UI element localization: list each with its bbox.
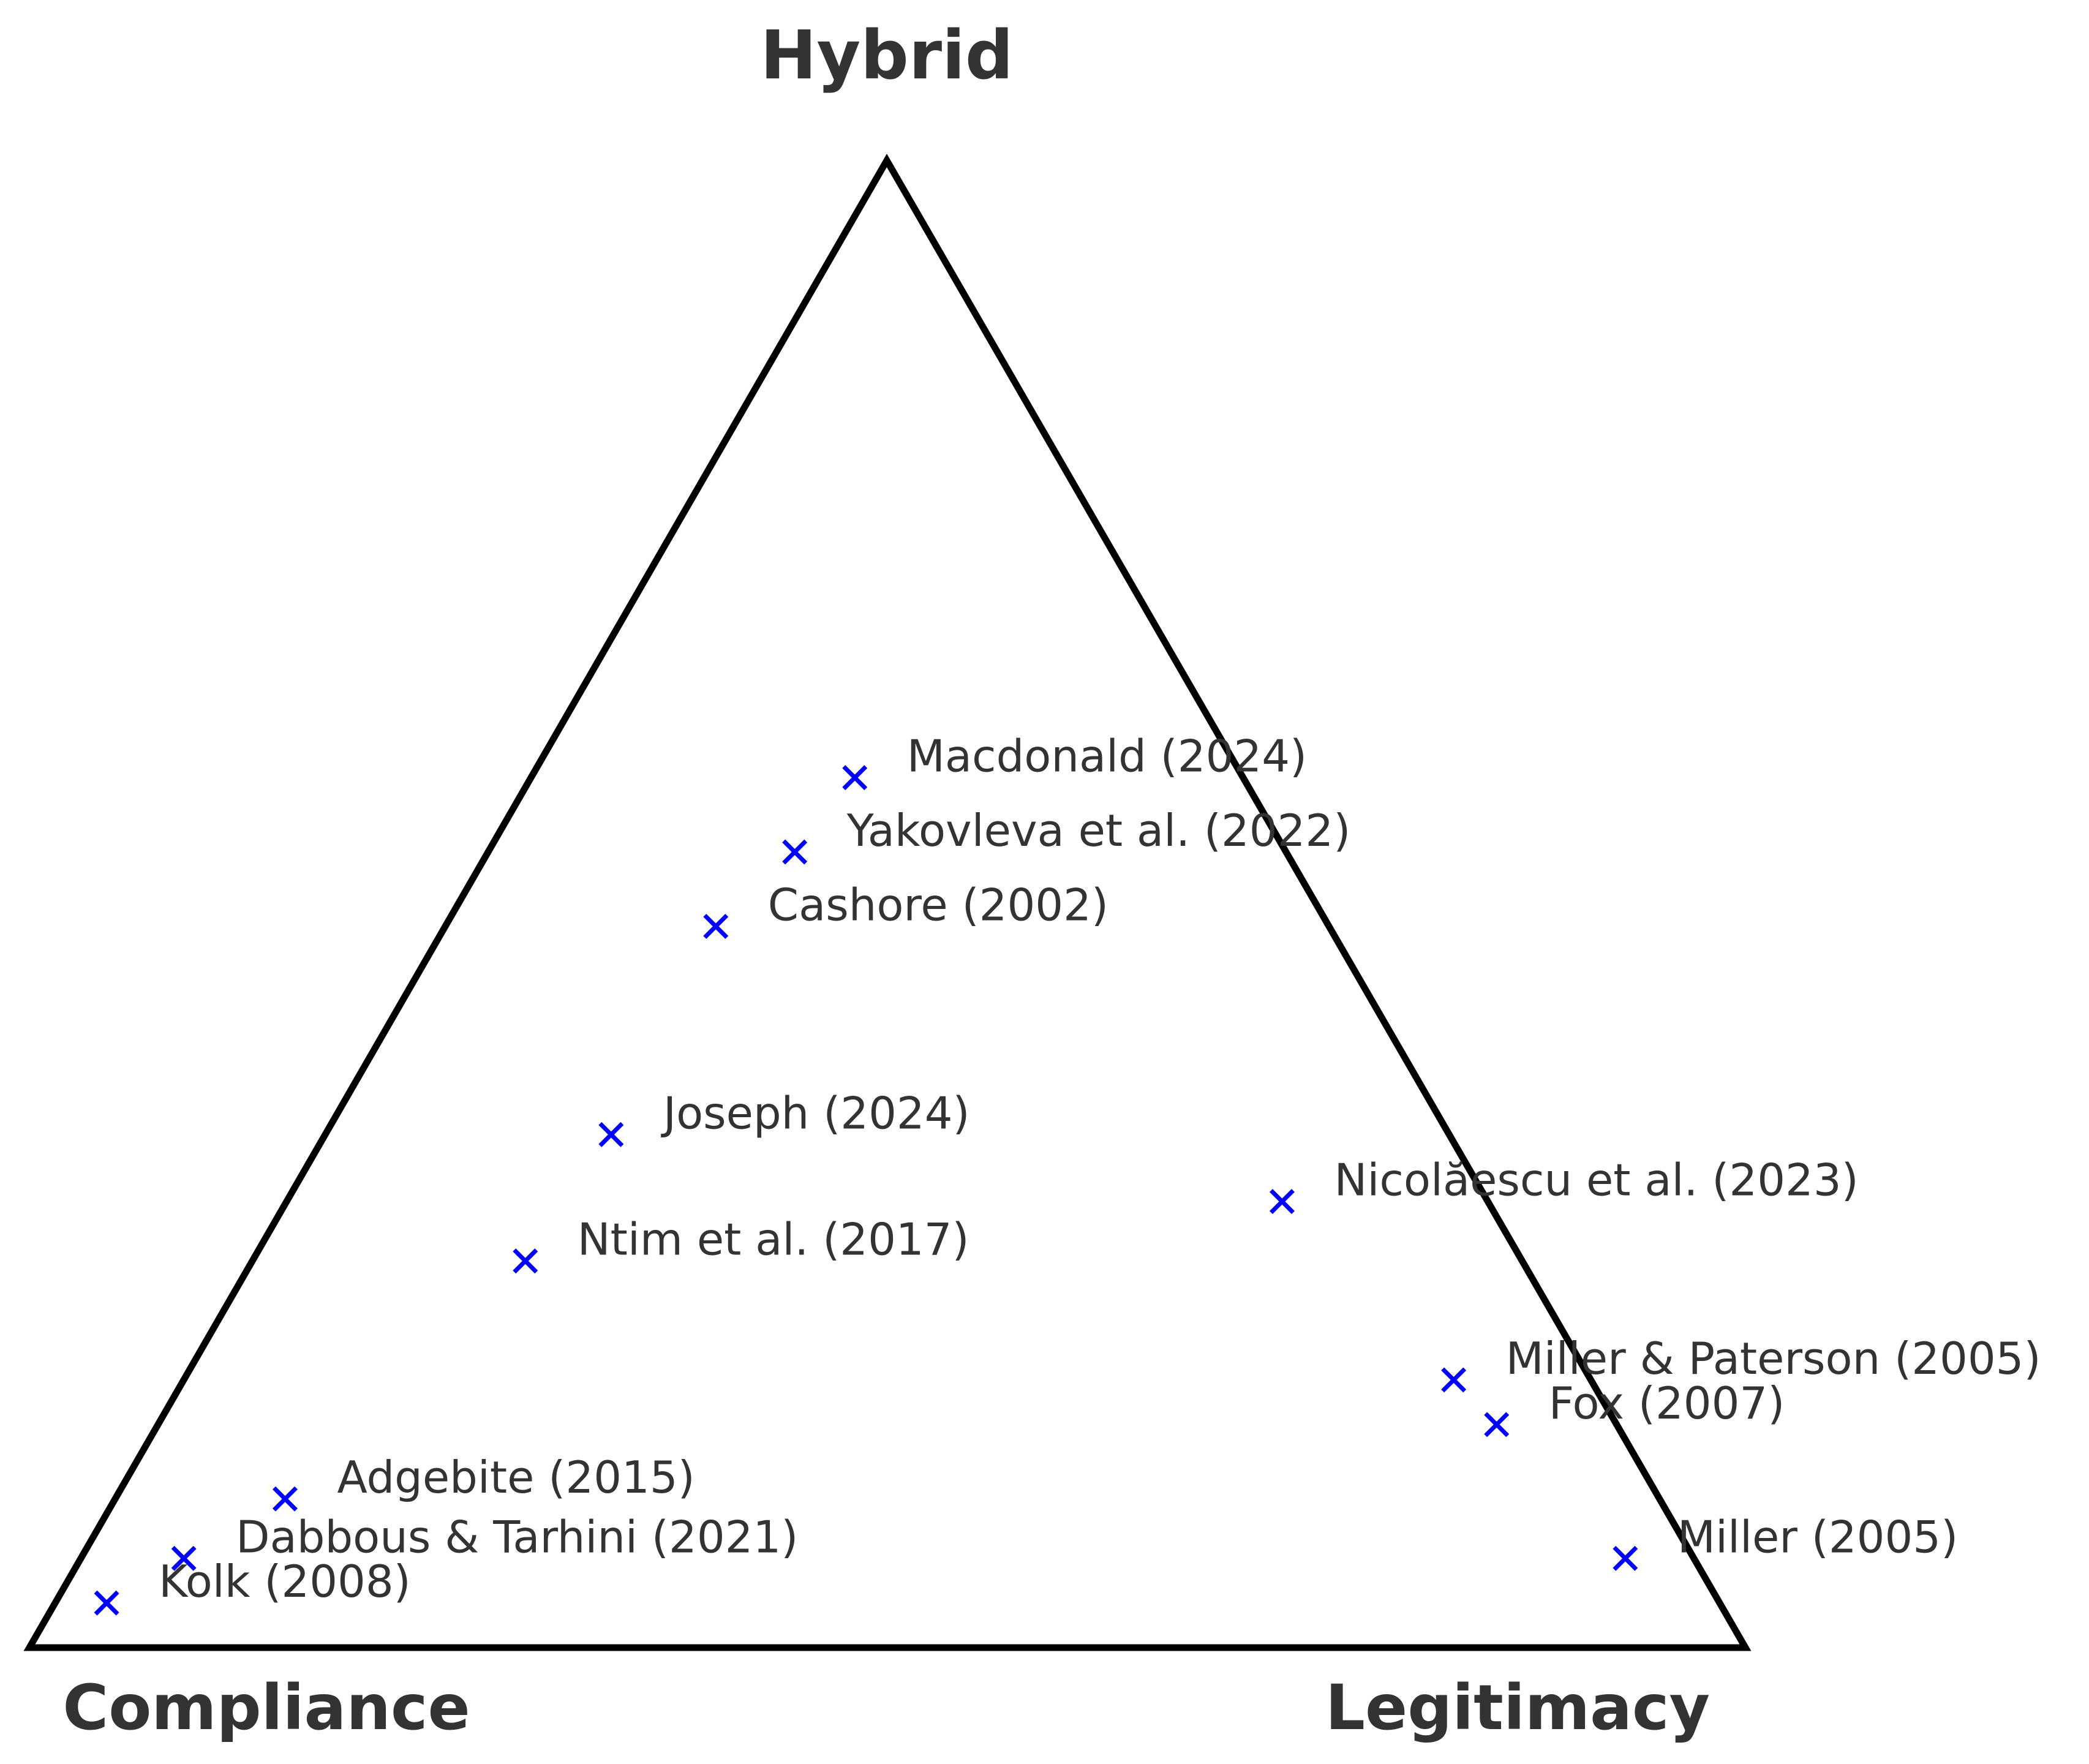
point-marker <box>782 839 808 865</box>
point-label: Adgebite (2015) <box>337 1452 694 1503</box>
point-marker <box>703 913 729 939</box>
point-label: Fox (2007) <box>1549 1378 1785 1429</box>
point-label: Macdonald (2024) <box>907 731 1307 782</box>
point-marker <box>513 1248 538 1274</box>
point-label: Nicolăescu et al. (2023) <box>1334 1155 1858 1206</box>
point-label: Yakovleva et al. (2022) <box>846 805 1351 856</box>
point-label: Miller & Paterson (2005) <box>1506 1333 2041 1384</box>
point-marker <box>171 1545 197 1571</box>
vertex-label-hybrid: Hybrid <box>760 16 1013 94</box>
point-label: Miller (2005) <box>1677 1511 1958 1562</box>
point-marker <box>94 1590 119 1616</box>
ternary-triangle-outline <box>23 153 1752 1651</box>
point-marker <box>598 1121 624 1147</box>
vertex-label-compliance: Compliance <box>62 1672 470 1744</box>
vertex-label-legitimacy: Legitimacy <box>1325 1672 1710 1744</box>
point-label: Cashore (2002) <box>768 879 1108 930</box>
point-marker <box>273 1486 298 1512</box>
point-label: Kolk (2008) <box>159 1556 411 1607</box>
point-label: Joseph (2024) <box>661 1087 970 1139</box>
point-marker <box>842 765 868 791</box>
point-marker <box>1484 1412 1510 1438</box>
point-marker <box>1613 1545 1638 1571</box>
point-marker <box>1269 1189 1295 1215</box>
point-label: Ntim et al. (2017) <box>578 1214 969 1265</box>
point-marker <box>1441 1367 1467 1393</box>
point-label: Dabbous & Tarhini (2021) <box>236 1511 798 1562</box>
data-points: Macdonald (2024) Yakovleva et al. (2022) C… <box>94 731 2041 1616</box>
